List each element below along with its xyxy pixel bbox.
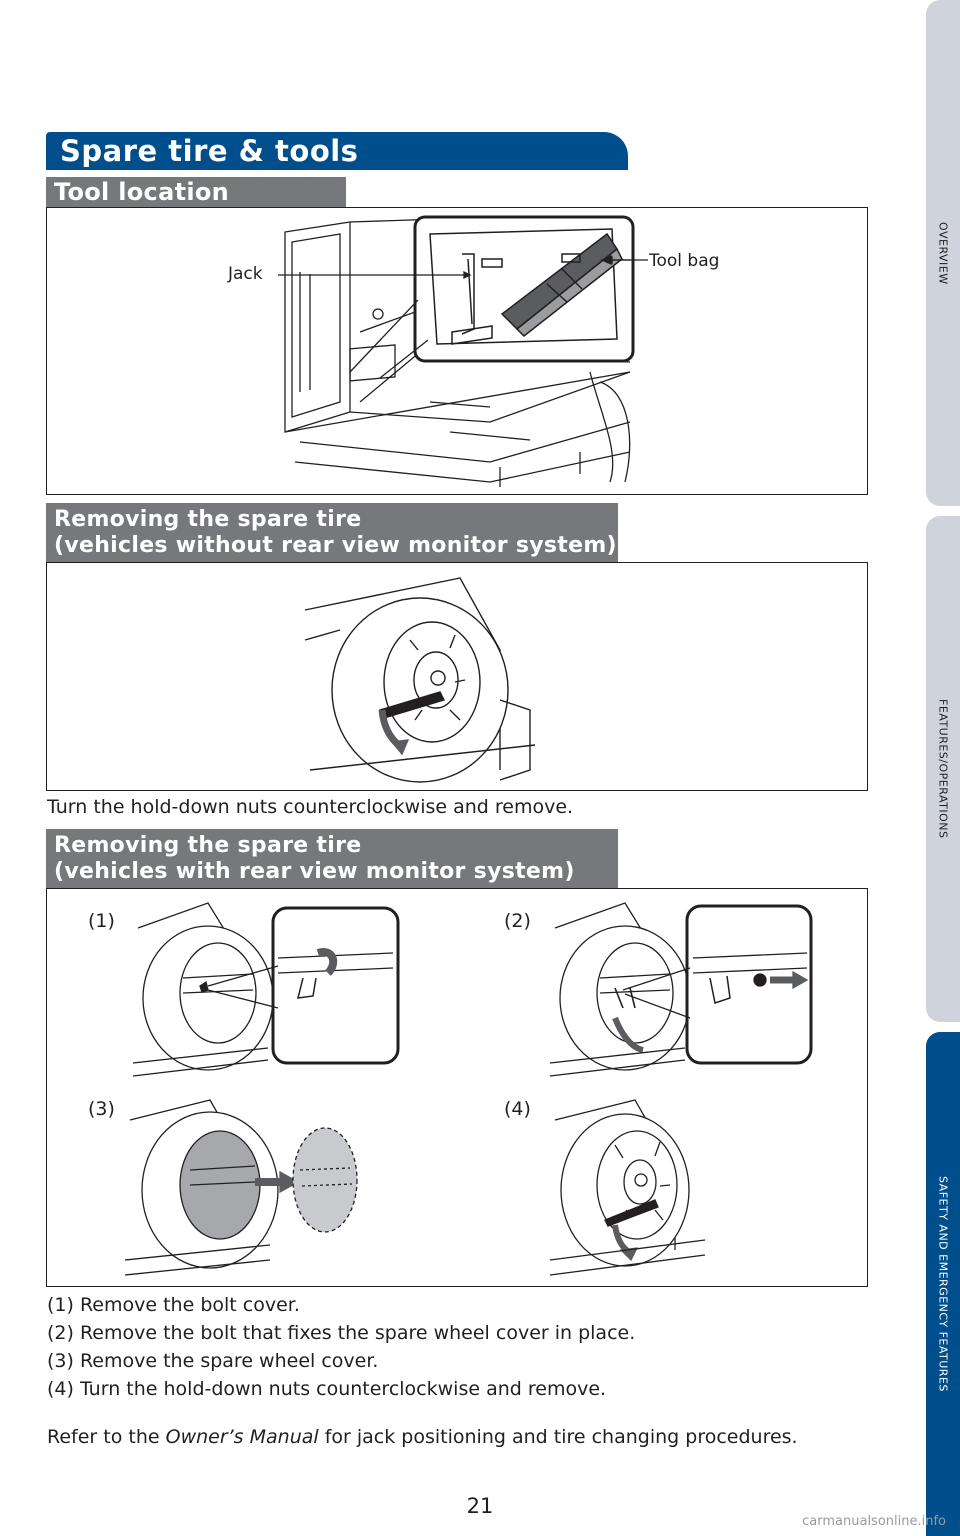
note-suffix: for jack positioning and tire changing p…	[318, 1426, 798, 1448]
inset-pointer-lines	[350, 300, 430, 380]
note-prefix: Refer to the	[47, 1426, 166, 1448]
step-2-label: (2)	[504, 910, 531, 932]
without-monitor-caption: Turn the hold-down nuts counterclockwise…	[47, 796, 574, 818]
step-4-illustration	[545, 1090, 715, 1280]
without-monitor-heading-line1: Removing the spare tire	[54, 507, 362, 532]
tool-location-heading: Tool location	[46, 177, 346, 208]
without-monitor-heading: Removing the spare tire (vehicles withou…	[46, 503, 618, 563]
step-3-label: (3)	[88, 1098, 115, 1120]
step-4-label: (4)	[504, 1098, 531, 1120]
toolbag-arrow	[600, 252, 650, 268]
page-title: Spare tire & tools	[46, 132, 628, 170]
with-monitor-heading-line2: (vehicles with rear view monitor system)	[54, 859, 575, 884]
step-3-illustration	[120, 1090, 365, 1280]
page-number: 21	[466, 1494, 494, 1518]
toolbag-label: Tool bag	[649, 251, 720, 271]
tab-safety-emergency[interactable]: SAFETY AND EMERGENCY FEATURES	[926, 1032, 960, 1536]
owners-manual-note: Refer to the Owner’s Manual for jack pos…	[47, 1424, 807, 1451]
with-monitor-heading: Removing the spare tire (vehicles with r…	[46, 829, 618, 889]
spare-tire-illustration	[300, 570, 540, 785]
leader-lines	[270, 250, 630, 280]
step-4-text: (4) Turn the hold-down nuts counterclock…	[47, 1378, 607, 1400]
tool-inset-illustration	[412, 214, 636, 364]
tab-features-label: FEATURES/OPERATIONS	[936, 699, 950, 839]
tab-overview-label: OVERVIEW	[936, 221, 950, 285]
step-1-illustration	[128, 898, 403, 1080]
step-2-text: (2) Remove the bolt that fixes the spare…	[47, 1322, 636, 1344]
tab-safety-label: SAFETY AND EMERGENCY FEATURES	[936, 1176, 950, 1392]
watermark: carmanualsonline.info	[802, 1514, 946, 1529]
step-3-text: (3) Remove the spare wheel cover.	[47, 1350, 379, 1372]
note-emphasis: Owner’s Manual	[165, 1426, 319, 1448]
jack-label: Jack	[228, 264, 263, 284]
without-monitor-heading-line2: (vehicles without rear view monitor syst…	[54, 533, 617, 558]
step-1-label: (1)	[88, 910, 115, 932]
step-2-illustration	[545, 898, 815, 1080]
step-1-text: (1) Remove the bolt cover.	[47, 1294, 300, 1316]
tab-features-operations[interactable]: FEATURES/OPERATIONS	[926, 516, 960, 1022]
tab-overview[interactable]: OVERVIEW	[926, 0, 960, 506]
with-monitor-heading-line1: Removing the spare tire	[54, 833, 362, 858]
